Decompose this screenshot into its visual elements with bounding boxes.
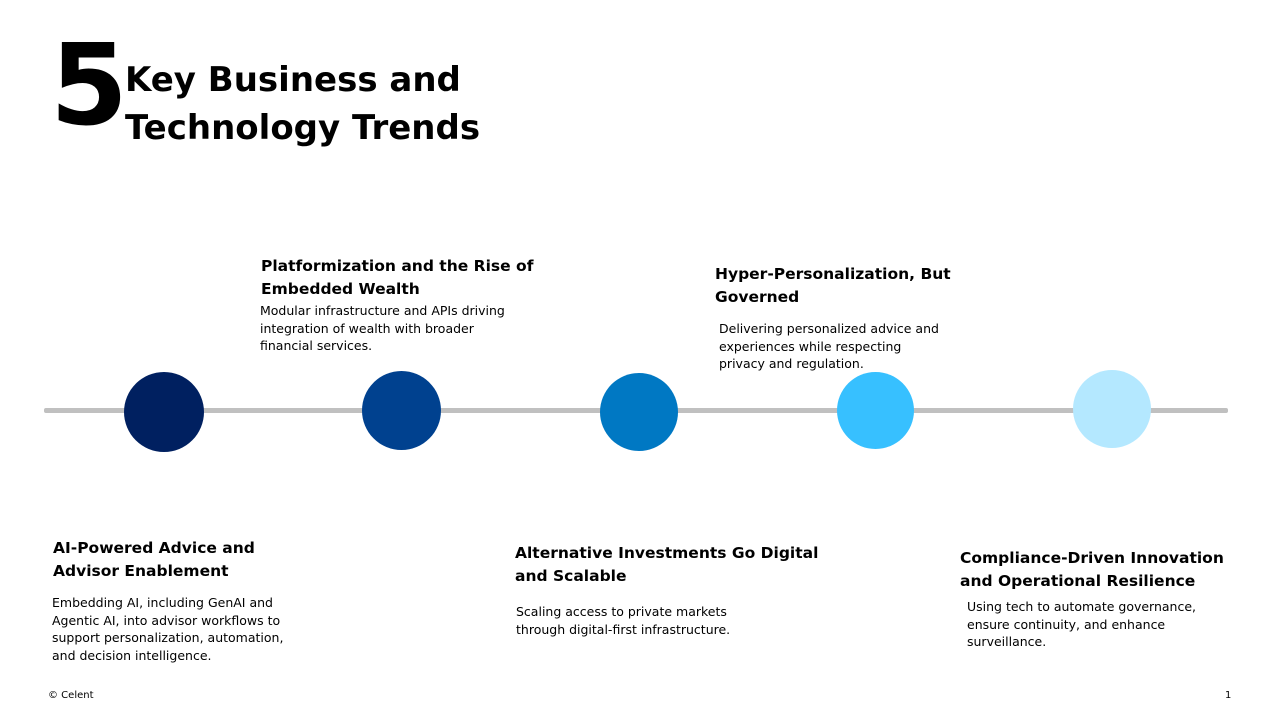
trend-dot-4	[837, 372, 914, 449]
trend-item-4: Hyper-Personalization, But Governed Deli…	[715, 263, 1035, 373]
trend-dot-5	[1073, 370, 1151, 448]
trend-description: Using tech to automate governance, ensur…	[967, 599, 1197, 649]
trend-dot-2	[362, 371, 441, 450]
trend-description: Scaling access to private markets throug…	[516, 604, 731, 637]
trend-item-1: AI-Powered Advice and Advisor Enablement…	[52, 537, 323, 664]
trend-item-3: Alternative Investments Go Digital and S…	[515, 542, 825, 638]
trend-dot-3	[600, 373, 678, 451]
trend-item-2: Platformization and the Rise of Embedded…	[260, 255, 601, 355]
trend-title: Alternative Investments Go Digital and S…	[515, 544, 819, 585]
trend-description: Modular infrastructure and APIs driving …	[260, 303, 505, 353]
trend-count-number: 5	[50, 21, 128, 151]
trend-title: Platformization and the Rise of Embedded…	[261, 257, 534, 298]
trend-dot-1	[124, 372, 204, 452]
trend-title: AI-Powered Advice and Advisor Enablement	[53, 539, 255, 580]
page-number: 1	[1225, 690, 1232, 701]
trend-description: Embedding AI, including GenAI and Agenti…	[52, 595, 284, 663]
trend-description: Delivering personalized advice and exper…	[719, 321, 939, 371]
trend-title: Hyper-Personalization, But Governed	[715, 265, 951, 306]
page-title: Key Business and Technology Trends	[125, 60, 481, 148]
copyright-text: © Celent	[48, 690, 94, 701]
trend-item-5: Compliance-Driven Innovation and Operati…	[960, 547, 1250, 651]
trend-title: Compliance-Driven Innovation and Operati…	[960, 549, 1224, 590]
